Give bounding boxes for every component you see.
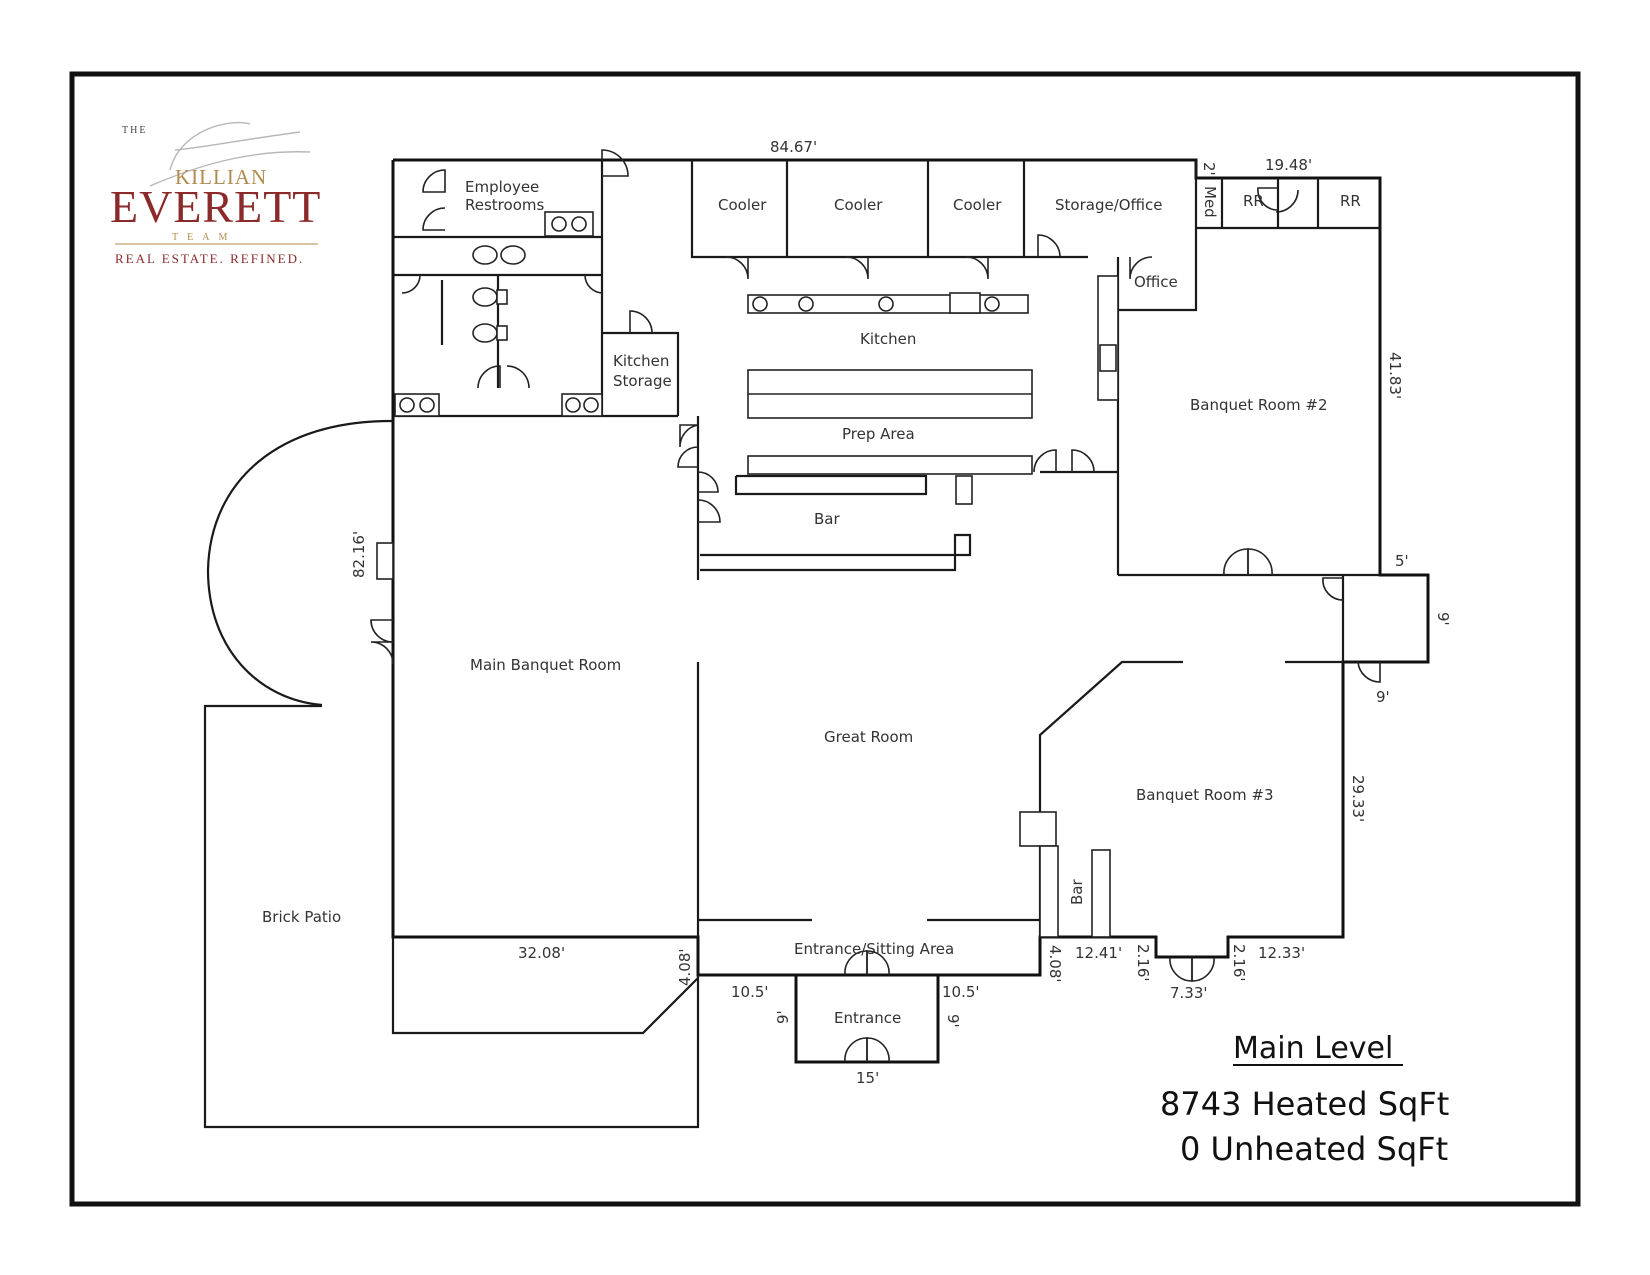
- label-cooler-3: Cooler: [953, 196, 1002, 214]
- label-main-banquet-room: Main Banquet Room: [470, 656, 621, 674]
- room-labels: Employee Restrooms Cooler Cooler Cooler …: [262, 178, 1361, 1027]
- signature-flourish: [149, 121, 311, 187]
- label-brick-patio: Brick Patio: [262, 908, 341, 926]
- dim-step-5: 5': [1395, 552, 1409, 570]
- interior-walls: [393, 160, 1380, 937]
- dim-step-9-horiz: 9': [1376, 688, 1390, 706]
- dim-bay-width: 7.33': [1170, 984, 1208, 1002]
- fixtures: [376, 211, 1119, 938]
- label-entrance: Entrance: [834, 1009, 901, 1027]
- dim-right-height: 41.83': [1386, 352, 1404, 399]
- dim-bottom-a: 12.41': [1075, 944, 1122, 962]
- label-great-room: Great Room: [824, 728, 913, 746]
- doors: [370, 149, 1381, 1063]
- label-employee-restrooms-2: Restrooms: [465, 196, 544, 214]
- dim-bay-left: 2.16': [1134, 944, 1152, 982]
- dim-br3-height: 29.33': [1349, 775, 1367, 822]
- logo-tagline: REAL ESTATE. REFINED.: [115, 251, 304, 266]
- dimension-labels: 84.67' 2' 19.48' 41.83' 5' 9' 9' 29.33' …: [350, 138, 1452, 1087]
- dim-left-height: 82.16': [350, 531, 368, 578]
- dim-bay-right: 2.16': [1230, 944, 1248, 982]
- dim-right-jog: 4.08': [1046, 945, 1064, 983]
- brick-patio-outline: [203, 419, 700, 1129]
- brand-logo: THE KILLIAN EVERETT TEAM REAL ESTATE. RE…: [110, 121, 321, 266]
- level-summary: Main Level 8743 Heated SqFt 0 Unheated S…: [1160, 1031, 1449, 1168]
- logo-everett: EVERETT: [110, 181, 321, 232]
- dim-bottom-b: 12.33': [1258, 944, 1305, 962]
- label-banquet-room-3: Banquet Room #3: [1136, 786, 1274, 804]
- label-banquet-room-2: Banquet Room #2: [1190, 396, 1328, 414]
- summary-unheated: 0 Unheated SqFt: [1180, 1130, 1448, 1168]
- label-kitchen-storage-2: Storage: [613, 372, 672, 390]
- label-cooler-1: Cooler: [718, 196, 767, 214]
- dim-left-entry-side: 10.5': [731, 983, 769, 1001]
- dim-vest-left: 9': [774, 1010, 792, 1024]
- summary-heated: 8743 Heated SqFt: [1160, 1085, 1449, 1123]
- logo-killian: KILLIAN: [175, 165, 267, 189]
- label-bar: Bar: [814, 510, 840, 528]
- label-cooler-2: Cooler: [834, 196, 883, 214]
- summary-title: Main Level: [1233, 1031, 1393, 1066]
- label-rr-1: RR: [1243, 192, 1264, 210]
- label-bar-2: Bar: [1068, 879, 1086, 905]
- logo-team: TEAM: [172, 232, 236, 243]
- dim-left-jog: 4.08': [676, 948, 694, 986]
- label-office: Office: [1134, 273, 1178, 291]
- dim-patio-width: 32.08': [518, 944, 565, 962]
- dim-top-width: 84.67': [770, 138, 817, 156]
- label-med: Med: [1201, 186, 1219, 218]
- label-employee-restrooms-1: Employee: [465, 178, 539, 196]
- dim-rr-width: 19.48': [1265, 156, 1312, 174]
- label-kitchen: Kitchen: [860, 330, 916, 348]
- logo-the: THE: [122, 125, 147, 136]
- page-frame: [69, 71, 1581, 1207]
- dim-step-9-vert: 9': [1434, 612, 1452, 626]
- label-kitchen-storage-1: Kitchen: [613, 352, 669, 370]
- label-entrance-sitting: Entrance/Sitting Area: [794, 940, 954, 958]
- dim-vest-right: 9': [944, 1014, 962, 1028]
- label-rr-2: RR: [1340, 192, 1361, 210]
- dim-med-width: 2': [1200, 162, 1218, 176]
- dim-right-entry-side: 10.5': [942, 983, 980, 1001]
- label-prep-area: Prep Area: [842, 425, 915, 443]
- label-storage-office: Storage/Office: [1055, 196, 1163, 214]
- dim-vest-bottom: 15': [856, 1069, 879, 1087]
